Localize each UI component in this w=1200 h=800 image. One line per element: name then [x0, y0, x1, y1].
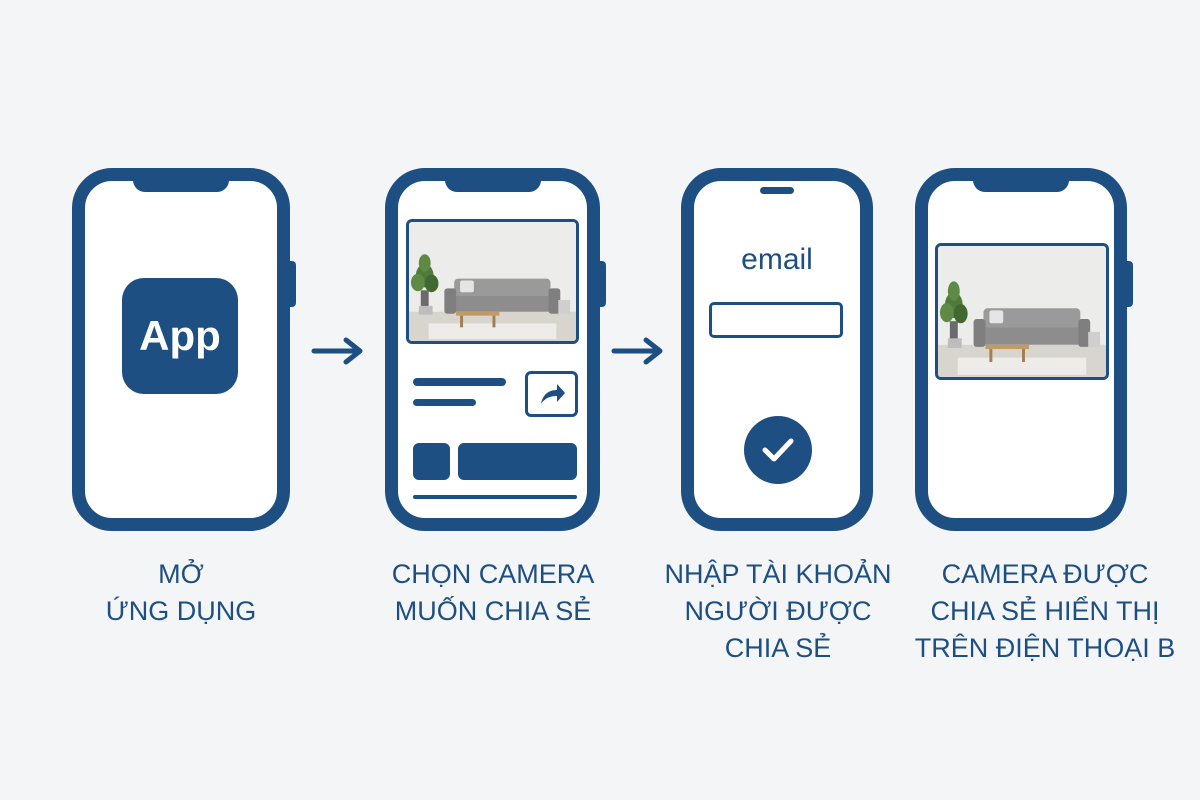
phone-notch [973, 180, 1069, 192]
phone-side-button [600, 261, 606, 307]
share-arrow-icon [540, 384, 565, 404]
arrow-right-icon [611, 337, 663, 365]
confirm-button[interactable] [744, 416, 812, 484]
phone-side-button [290, 261, 296, 307]
phone-notch [133, 180, 229, 192]
email-label: email [741, 243, 813, 276]
email-input[interactable] [709, 302, 843, 338]
room-image [409, 222, 576, 341]
phone-side-button [1127, 261, 1133, 307]
camera-name-line [413, 378, 506, 386]
camera-desc-line [413, 399, 476, 406]
phone-notch [444, 180, 541, 192]
phone-step-4 [915, 168, 1133, 531]
room-image [938, 246, 1106, 377]
app-icon[interactable]: App [122, 278, 238, 394]
phone-speaker [760, 187, 794, 194]
camera-preview[interactable] [406, 219, 579, 344]
small-action-button[interactable] [413, 443, 450, 480]
share-button[interactable] [525, 371, 578, 417]
arrow-right-icon [311, 337, 363, 365]
phone-step-1: App [72, 168, 296, 531]
caption-step-1: MỞ ỨNG DỤNG [105, 559, 257, 626]
bottom-divider [413, 495, 577, 499]
phone-step-2 [385, 168, 606, 531]
phone-step-3: email [681, 168, 873, 531]
caption-step-2: CHỌN CAMERA MUỐN CHIA SẺ [391, 559, 595, 626]
caption-step-4: CAMERA ĐƯỢC CHIA SẺ HIỂN THỊ TRÊN ĐIỆN T… [914, 559, 1176, 663]
shared-camera-preview[interactable] [935, 243, 1109, 380]
caption-step-3: NHẬP TÀI KHOẢN NGƯỜI ĐƯỢC CHIA SẺ [664, 559, 892, 663]
checkmark-icon [762, 438, 794, 462]
wide-action-button[interactable] [458, 443, 577, 480]
